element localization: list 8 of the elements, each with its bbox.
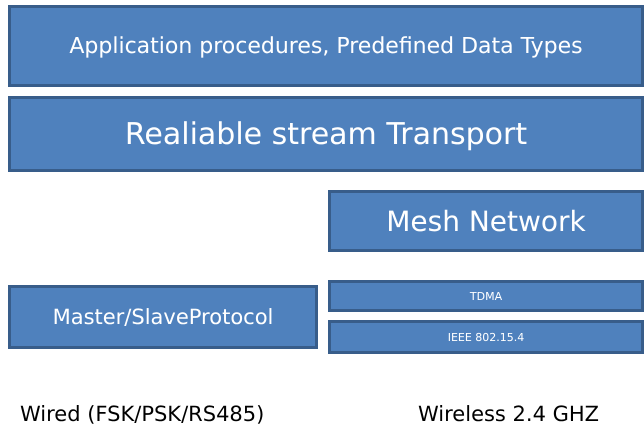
layer-box: TDMA: [328, 280, 644, 312]
layer-box: IEEE 802.15.4: [328, 320, 644, 354]
layer-box: Mesh Network: [328, 190, 644, 252]
layer-box: Application procedures, Predefined Data Types: [8, 5, 644, 87]
medium-label: Wired (FSK/PSK/RS485): [20, 402, 264, 426]
medium-label: Wireless 2.4 GHZ: [418, 402, 600, 426]
layer-box: Master/SlaveProtocol: [8, 285, 318, 349]
layer-box: Realiable stream Transport: [8, 96, 644, 172]
